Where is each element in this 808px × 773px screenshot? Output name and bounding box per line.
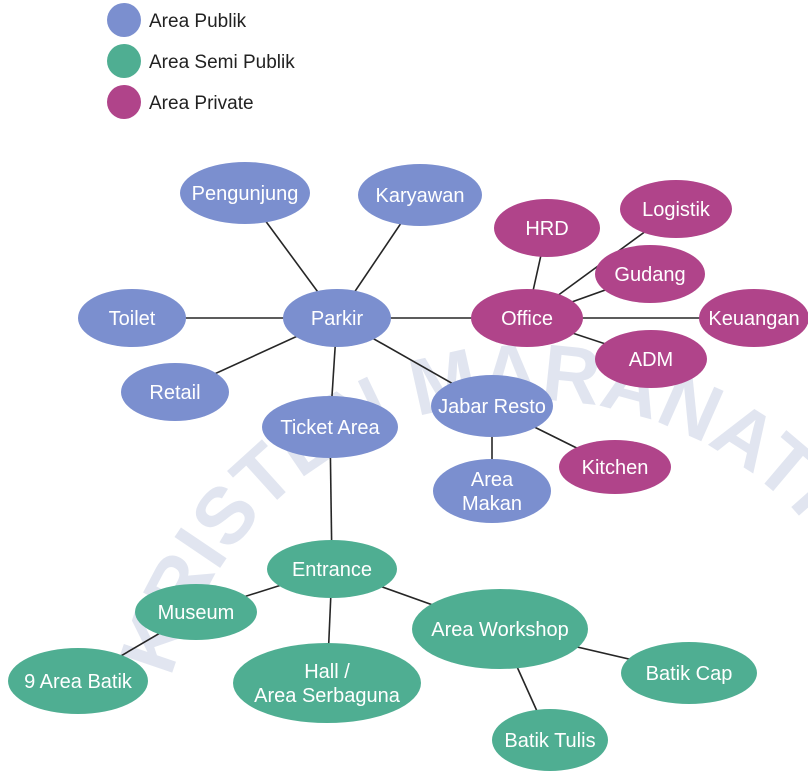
node-batik-cap: Batik Cap bbox=[621, 642, 757, 704]
node-gudang: Gudang bbox=[595, 245, 705, 303]
node-ticket-area: Ticket Area bbox=[262, 396, 398, 458]
node-label: Retail bbox=[149, 382, 200, 404]
node-ellipse bbox=[8, 648, 148, 714]
node-kitchen: Kitchen bbox=[559, 440, 671, 494]
node-ellipse bbox=[621, 642, 757, 704]
node-label: Office bbox=[501, 308, 553, 330]
node-jabar-resto: Jabar Resto bbox=[431, 375, 553, 437]
node-ellipse bbox=[283, 289, 391, 347]
node-karyawan: Karyawan bbox=[358, 164, 482, 226]
node-label: Ticket Area bbox=[280, 417, 380, 439]
node-label: Toilet bbox=[109, 308, 156, 330]
node-ellipse bbox=[595, 330, 707, 388]
legend-item-publik: Area Publik bbox=[107, 3, 247, 37]
legend-item-private: Area Private bbox=[107, 85, 254, 119]
node-museum: Museum bbox=[135, 584, 257, 640]
node-label: ADM bbox=[629, 349, 673, 371]
node-ellipse bbox=[699, 289, 808, 347]
node-hall: Hall /Area Serbaguna bbox=[233, 643, 421, 723]
node-label: Museum bbox=[158, 602, 235, 624]
node-ellipse bbox=[233, 643, 421, 723]
node-ellipse bbox=[595, 245, 705, 303]
node-label: Jabar Resto bbox=[438, 396, 546, 418]
node-ellipse bbox=[267, 540, 397, 598]
legend-label: Area Semi Publik bbox=[149, 52, 295, 73]
node-label: Keuangan bbox=[708, 308, 799, 330]
legend-swatch bbox=[107, 85, 141, 119]
legend-label: Area Private bbox=[149, 93, 254, 114]
node-label: Pengunjung bbox=[192, 183, 299, 205]
legend-item-semi-publik: Area Semi Publik bbox=[107, 44, 295, 78]
node-retail: Retail bbox=[121, 363, 229, 421]
legend-swatch bbox=[107, 3, 141, 37]
node-label: Area Workshop bbox=[431, 619, 568, 641]
node-parkir: Parkir bbox=[283, 289, 391, 347]
node-label: Logistik bbox=[642, 199, 711, 221]
node-entrance: Entrance bbox=[267, 540, 397, 598]
node-pengunjung: Pengunjung bbox=[180, 162, 310, 224]
node-label: Hall / bbox=[304, 661, 350, 683]
node-label: 9 Area Batik bbox=[24, 671, 133, 693]
node-office: Office bbox=[471, 289, 583, 347]
node-ellipse bbox=[78, 289, 186, 347]
node-label: Batik Cap bbox=[646, 663, 733, 685]
node-label: Parkir bbox=[311, 308, 364, 330]
node-ellipse bbox=[180, 162, 310, 224]
node-hrd: HRD bbox=[494, 199, 600, 257]
node-keuangan: Keuangan bbox=[699, 289, 808, 347]
node-ellipse bbox=[559, 440, 671, 494]
node-ellipse bbox=[358, 164, 482, 226]
node-area-workshop: Area Workshop bbox=[412, 589, 588, 669]
node-ellipse bbox=[262, 396, 398, 458]
node-label: Kitchen bbox=[582, 457, 649, 479]
node-adm: ADM bbox=[595, 330, 707, 388]
node-ellipse bbox=[492, 709, 608, 771]
node-label: Area Serbaguna bbox=[254, 685, 401, 707]
node-ellipse bbox=[433, 459, 551, 523]
legend-label: Area Publik bbox=[149, 11, 247, 32]
node-ellipse bbox=[620, 180, 732, 238]
legend-swatch bbox=[107, 44, 141, 78]
node-label: Makan bbox=[462, 493, 522, 515]
node-label: Gudang bbox=[614, 264, 685, 286]
node-logistik: Logistik bbox=[620, 180, 732, 238]
node-label: Batik Tulis bbox=[504, 730, 595, 752]
node-toilet: Toilet bbox=[78, 289, 186, 347]
node-9-area-batik: 9 Area Batik bbox=[8, 648, 148, 714]
node-label: Entrance bbox=[292, 559, 372, 581]
node-batik-tulis: Batik Tulis bbox=[492, 709, 608, 771]
node-ellipse bbox=[412, 589, 588, 669]
node-label: HRD bbox=[525, 218, 568, 240]
node-ellipse bbox=[121, 363, 229, 421]
node-label: Karyawan bbox=[376, 185, 465, 207]
node-ellipse bbox=[494, 199, 600, 257]
node-ellipse bbox=[135, 584, 257, 640]
node-ellipse bbox=[471, 289, 583, 347]
node-ellipse bbox=[431, 375, 553, 437]
node-label: Area bbox=[471, 469, 514, 491]
